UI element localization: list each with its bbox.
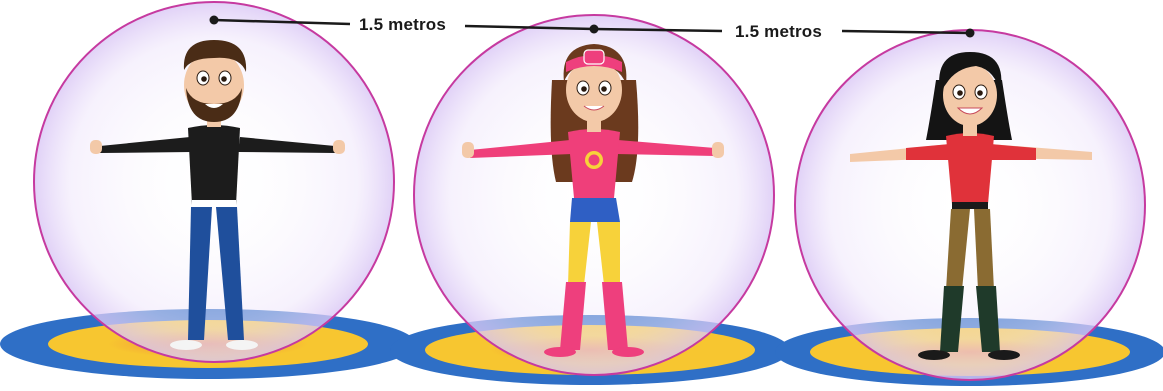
distance-label-1: 1.5 metros (359, 15, 446, 34)
measure-point-left (210, 16, 219, 25)
measure-point-middle (590, 25, 599, 34)
distance-label-2: 1.5 metros (735, 22, 822, 41)
measure-point-right (966, 29, 975, 38)
